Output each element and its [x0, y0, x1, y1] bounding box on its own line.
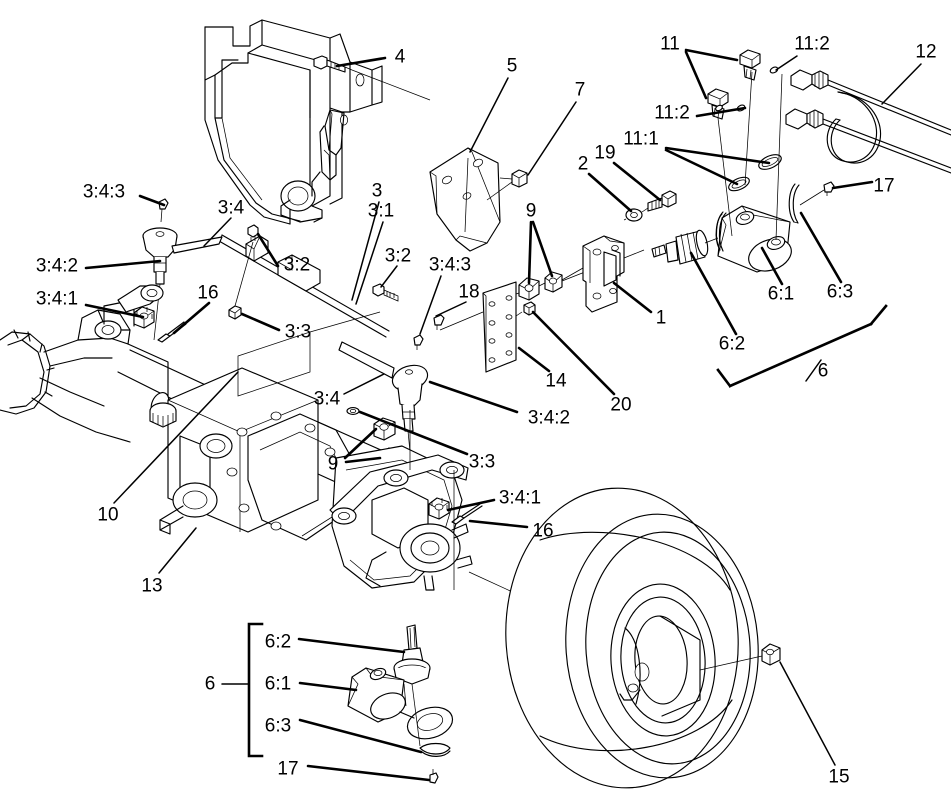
callout-3-3-b: 3:3 — [468, 451, 496, 473]
callout-3-4-a: 3:4 — [217, 197, 245, 219]
callout-3-4-3-b: 3:4:3 — [428, 254, 472, 276]
part-3-3-nut-center — [346, 407, 360, 415]
callout-11-1: 11:1 — [623, 128, 659, 150]
callout-5: 5 — [506, 55, 518, 77]
part-3-4-3-grease-fitting-b — [433, 314, 445, 330]
callout-17-a: 17 — [873, 175, 895, 197]
callout-13: 13 — [141, 575, 163, 597]
callout-16-a: 16 — [197, 282, 219, 304]
callout-6-2-b: 6:2 — [264, 631, 292, 653]
callout-6-3-b: 6:3 — [264, 715, 292, 737]
callout-1: 1 — [655, 307, 667, 329]
part-6-tie-rod-lower — [347, 624, 454, 784]
callout-16-b: 16 — [532, 520, 554, 542]
part-12-hydraulic-hoses — [785, 69, 951, 174]
callout-3-2-a: 3:2 — [283, 254, 311, 276]
part-17-grease-fitting-b — [429, 769, 439, 784]
part-19-capscrew — [641, 190, 677, 213]
callout-3-4-2-a: 3:4:2 — [35, 255, 79, 277]
callout-17-b: 17 — [277, 758, 299, 780]
part-9-hex-nuts-upper — [515, 269, 591, 301]
projection-line — [351, 69, 431, 101]
callout-6-b: 6 — [204, 673, 216, 695]
callout-15: 15 — [828, 766, 850, 788]
part-10-13-axle-assembly — [0, 284, 531, 601]
callout-18: 18 — [458, 281, 480, 303]
part-3-3-nut-left — [228, 305, 242, 320]
callout-3-4-3-a: 3:4:3 — [82, 181, 126, 203]
part-3-1-drag-link — [218, 224, 424, 350]
callout-11-2-a: 11:2 — [794, 33, 830, 55]
callout-2: 2 — [577, 153, 589, 175]
part-6-tie-rod-right — [651, 181, 835, 273]
part-gearbox-fill-cap — [149, 402, 177, 428]
part-3-2-bolt-right — [372, 283, 399, 302]
callout-3-4-1-a: 3:4:1 — [35, 288, 79, 310]
callout-19: 19 — [594, 142, 616, 164]
callout-6-2-a: 6:2 — [718, 333, 746, 355]
callout-4: 4 — [394, 46, 406, 68]
callout-6-1-a: 6:1 — [767, 283, 795, 305]
callout-6-3-a: 6:3 — [826, 281, 854, 303]
callout-14: 14 — [545, 370, 567, 392]
leader-lines — [84, 48, 922, 782]
part-3-4-tie-rod-end-lower — [338, 341, 429, 453]
callout-9-b: 9 — [327, 453, 339, 475]
part-1-cylinder-mount-bracket — [561, 235, 645, 313]
part-3-4-1-castle-nut-right — [428, 497, 450, 520]
part-3-4-tie-rod-end-upper-left — [142, 198, 223, 341]
callout-11: 11 — [660, 33, 680, 55]
callout-3-1: 3:1 — [367, 200, 395, 222]
callout-3-2-b: 3:2 — [384, 245, 412, 267]
part-15-wheel-tire — [505, 487, 781, 789]
callout-7: 7 — [574, 79, 586, 101]
callout-3-3-a: 3:3 — [284, 321, 312, 343]
callout-3: 3 — [371, 180, 383, 202]
part-2-washer — [623, 208, 643, 222]
callout-20: 20 — [610, 394, 632, 416]
part-18-spacer-plate — [439, 281, 517, 373]
part-5-mounting-plate — [429, 147, 501, 252]
callout-3-4-b: 3:4 — [313, 388, 341, 410]
callout-6-a: 6 — [817, 360, 829, 382]
callout-11-2-b: 11:2 — [654, 102, 690, 124]
part-3-4-3-grease-fitting-a — [413, 334, 424, 350]
part-7-locknut — [486, 169, 528, 201]
part-16-cotter-pin-right — [451, 503, 483, 525]
callout-9-a: 9 — [525, 200, 537, 222]
callout-12: 12 — [915, 41, 937, 63]
callout-10: 10 — [97, 504, 119, 526]
part-20-capscrew — [515, 301, 536, 317]
callout-3-4-2-b: 3:4:2 — [527, 407, 571, 429]
callout-3-4-1-b: 3:4:1 — [498, 487, 542, 509]
part-15-lug-nut — [761, 643, 781, 666]
part-frame-channel — [204, 19, 383, 225]
callout-6-1-b: 6:1 — [264, 673, 292, 695]
